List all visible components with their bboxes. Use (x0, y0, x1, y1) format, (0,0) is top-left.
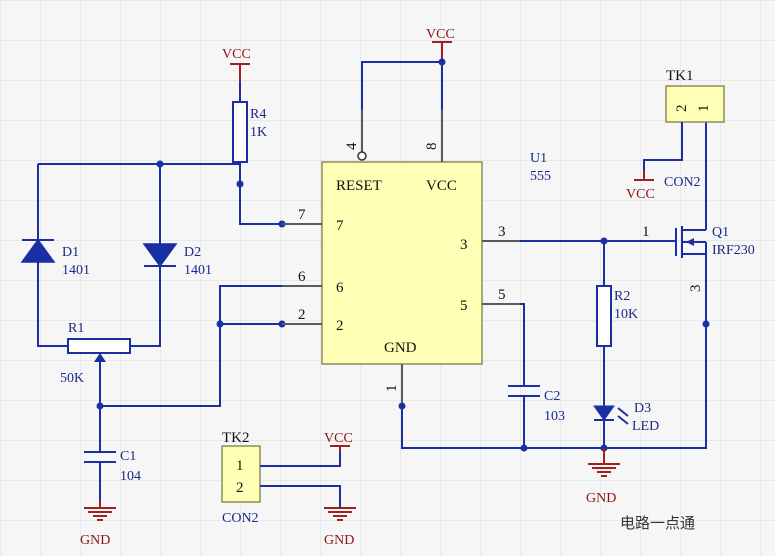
d2-value: 1401 (184, 263, 212, 278)
r1-wiper-arrow (94, 353, 106, 362)
svg-text:VCC: VCC (626, 187, 655, 202)
d3-ref: D3 (634, 401, 651, 416)
wire-vcc-pin4 (361, 61, 442, 110)
q1-gate-pin: 1 (642, 224, 650, 240)
tk2-ref: TK2 (222, 430, 250, 446)
r4-ref: R4 (250, 107, 266, 122)
pin5-net: 5 (498, 287, 506, 303)
wire-to-pin7 (239, 164, 282, 225)
tk1-pin-a: 2 (674, 105, 690, 113)
r1-potentiometer (67, 338, 131, 354)
d1-ref: D1 (62, 245, 79, 260)
ic-pin-gnd-label: GND (384, 340, 417, 356)
r2-resistor (596, 285, 612, 347)
q1-value: IRF230 (712, 243, 755, 258)
pin2-net: 2 (298, 307, 306, 323)
ic-pin3-inner: 3 (460, 237, 468, 253)
vcc-symbol-top: VCC (426, 27, 455, 62)
tk2-pin2-wire (260, 485, 341, 508)
d3-led (593, 405, 629, 425)
svg-text:VCC: VCC (426, 27, 455, 42)
tk1-pin2-wire (643, 122, 683, 178)
svg-text:GND: GND (324, 533, 354, 548)
d1-value: 1401 (62, 263, 90, 278)
tk1-ref: TK1 (666, 68, 694, 84)
r1-value: 50K (60, 371, 84, 386)
c2-lead-top (520, 303, 525, 386)
d2-ref: D2 (184, 245, 201, 260)
c1-value: 104 (120, 469, 141, 484)
pin7-net: 7 (298, 207, 306, 223)
tk2-connector (221, 445, 261, 503)
wire-wiper-to-pin2 (99, 323, 282, 407)
r2-ref: R2 (614, 289, 630, 304)
vcc-symbol-tk1: VCC (626, 170, 655, 202)
d3-value: LED (632, 419, 659, 434)
ic-555-body (321, 161, 483, 365)
vcc-symbol-tk2: VCC (324, 431, 353, 452)
ic-value-label: 555 (530, 169, 551, 184)
tk2-pin1-wire (260, 446, 341, 467)
tk2-pin-a: 1 (236, 458, 244, 474)
q1-source-pin: 3 (688, 285, 704, 293)
ic-pin2-inner: 2 (336, 318, 344, 334)
c1-ref: C1 (120, 449, 136, 464)
pin1-number: 1 (384, 385, 400, 393)
ic-pin-reset-label: RESET (336, 178, 382, 194)
d1-lead-bottom (37, 262, 68, 347)
ic-ref-label: U1 (530, 151, 547, 166)
tk2-pin-b: 2 (236, 480, 244, 496)
r4-resistor (232, 101, 248, 163)
pin6-net: 6 (298, 269, 306, 285)
pin4-invert-bubble (357, 151, 367, 161)
d1-diode (20, 238, 56, 263)
junction (438, 58, 446, 66)
gnd-symbol-c1: GND (80, 500, 116, 548)
c2-value: 103 (544, 409, 565, 424)
watermark-text: 电路一点通 (620, 514, 696, 532)
ic-pin5-inner: 5 (460, 298, 468, 314)
gnd-symbol-tk2: GND (324, 507, 356, 548)
q1-ref: Q1 (712, 225, 729, 240)
svg-text:GND: GND (586, 491, 616, 506)
svg-text:VCC: VCC (222, 47, 251, 62)
tk1-value: CON2 (664, 175, 701, 190)
svg-text:GND: GND (80, 533, 110, 548)
ic-pin7-inner: 7 (336, 218, 344, 234)
q1-mosfet (664, 226, 707, 258)
junction (520, 444, 528, 452)
r1-ref: R1 (68, 321, 84, 336)
ic-pin-vcc-label: VCC (426, 178, 457, 194)
wire-pin6 (219, 285, 282, 324)
c2-ref: C2 (544, 389, 560, 404)
d2-lead-bottom (130, 266, 161, 347)
junction (398, 402, 406, 410)
pin3-net: 3 (498, 224, 506, 240)
vcc-symbol-r4: VCC (222, 47, 251, 82)
tk2-value: CON2 (222, 511, 259, 526)
r2-value: 10K (614, 307, 638, 322)
tk1-connector (665, 85, 725, 123)
ic-pin6-inner: 6 (336, 280, 344, 296)
d2-diode (142, 243, 178, 268)
pin8-number: 8 (424, 143, 440, 151)
gnd-symbol-main: GND (586, 448, 620, 506)
pin4-number: 4 (344, 142, 360, 150)
r4-value: 1K (250, 125, 267, 140)
svg-text:VCC: VCC (324, 431, 353, 446)
tk1-pin-b: 1 (696, 105, 712, 113)
wire-gnd-rail (401, 324, 707, 449)
